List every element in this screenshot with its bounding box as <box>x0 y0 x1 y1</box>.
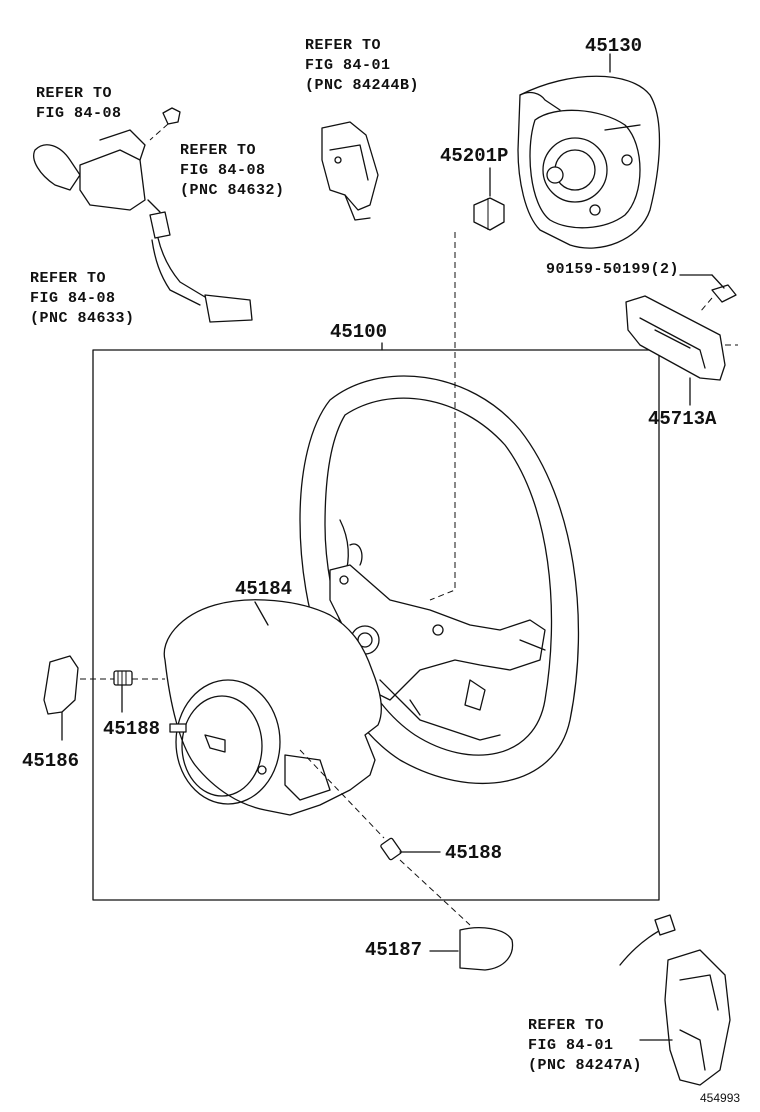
reference-note-5: REFER TO FIG 84-01 (PNC 84247A) <box>528 1017 643 1074</box>
part-number-45186: 45186 <box>22 750 80 772</box>
part-number-45188-a: 45188 <box>103 718 161 740</box>
screw-45188-a-part <box>113 670 187 733</box>
part-number-45187: 45187 <box>365 939 423 961</box>
reference-note-3: REFER TO FIG 84-08 (PNC 84632) <box>180 142 285 199</box>
pad-switch-ref1-part <box>321 121 379 221</box>
figure-id: 454993 <box>700 1091 741 1105</box>
part-number-45184: 45184 <box>235 578 293 600</box>
pad-switch-ref5-part <box>619 914 731 1086</box>
part-number-45100: 45100 <box>330 321 388 343</box>
plug-45187-part <box>459 927 514 971</box>
part-number-45188-b: 45188 <box>445 842 503 864</box>
steering-cover-part <box>163 599 382 816</box>
switch-45713a-part <box>625 274 738 406</box>
nut-45201p-part <box>429 167 505 601</box>
assembly-frame-box <box>92 349 660 901</box>
steering-wheel-part <box>299 375 580 785</box>
part-number-45713a: 45713A <box>648 408 717 430</box>
reference-note-1: REFER TO FIG 84-01 (PNC 84244B) <box>305 37 420 94</box>
part-number-45130: 45130 <box>585 35 643 57</box>
part-number-90159-50199: 90159-50199(2) <box>546 261 680 278</box>
reference-note-4: REFER TO FIG 84-08 (PNC 84633) <box>30 270 135 327</box>
screw-45188-b-part <box>299 749 441 861</box>
clip-45186-part <box>43 655 79 715</box>
airbag-45130-part <box>517 53 661 249</box>
part-number-45201p: 45201P <box>440 145 509 167</box>
combination-switch-part <box>33 107 253 323</box>
reference-note-2: REFER TO FIG 84-08 <box>36 85 122 122</box>
